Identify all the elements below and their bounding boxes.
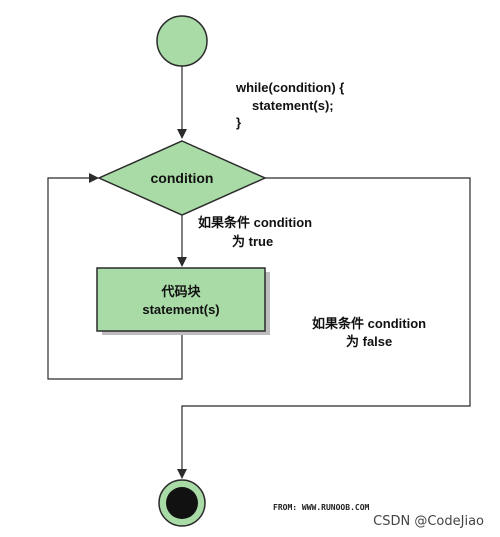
- code-block: [96, 267, 266, 332]
- code-block-label: 代码块: [160, 284, 201, 299]
- true-condition-line-1: 如果条件 condition: [198, 215, 312, 230]
- start-node: [156, 15, 208, 67]
- false-condition-line-2: 为 false: [346, 334, 392, 349]
- loop-back-arrow: [47, 173, 183, 380]
- condition-label: condition: [151, 170, 214, 186]
- code-line-3: }: [236, 115, 241, 130]
- code-line-2: statement(s);: [252, 98, 334, 113]
- false-arrow: [177, 177, 471, 479]
- false-condition-line-1: 如果条件 condition: [312, 316, 426, 331]
- code-block-statement: statement(s): [142, 302, 219, 317]
- code-line-1: while(condition) {: [235, 80, 344, 95]
- csdn-watermark: CSDN @CodeJiao: [373, 514, 484, 529]
- true-condition-line-2: 为 true: [232, 234, 273, 249]
- source-credit: FROM: WWW.RUNOOB.COM: [273, 503, 370, 512]
- end-node-core: [166, 487, 198, 519]
